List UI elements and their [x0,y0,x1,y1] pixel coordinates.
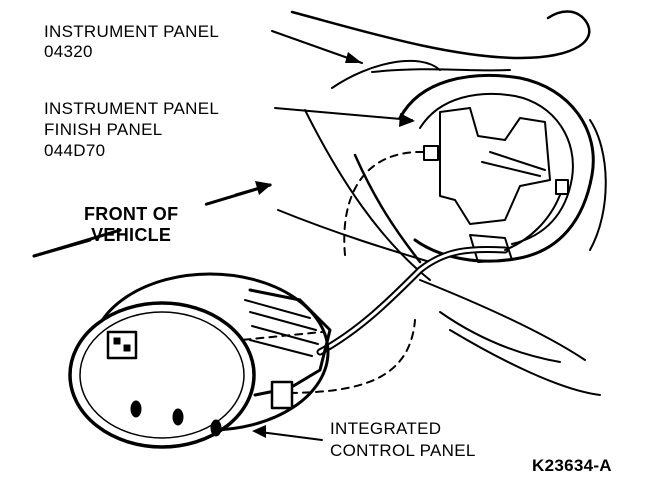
control-panel-housing-ribs [244,299,319,357]
label-integrated-control-panel: INTEGRATED CONTROL PANEL [330,418,476,462]
dash-curve-3 [277,209,431,263]
arrowhead-control-panel [252,425,266,438]
label-instrument-panel-line1: INSTRUMENT PANEL [44,22,220,41]
label-front-of-vehicle: FRONT OF VEHICLE [84,204,178,246]
side-connector [270,380,294,410]
label-icp-line1: INTEGRATED [330,419,442,438]
instrument-panel-outline [290,10,591,60]
connector-pin-2 [123,344,131,352]
front-direction-arrowhead [255,181,272,195]
leader-control-panel [259,431,323,441]
instrument-panel-upper-edge [331,59,441,89]
control-panel-connector [106,330,138,360]
label-finish-panel: INSTRUMENT PANEL FINISH PANEL 044D70 [44,98,219,161]
dash-curve-2 [353,153,422,264]
finish-panel-rim [589,119,607,251]
label-finish-panel-line3: 044D70 [44,141,106,160]
instrument-panel-outline-lower [371,68,511,73]
alignment-line-upper [343,150,426,256]
dash-curve-1 [304,109,431,281]
label-finish-panel-line1: INSTRUMENT PANEL [44,99,220,118]
bracket-arm-2 [481,161,541,177]
label-front-line2: VEHICLE [91,225,172,245]
alignment-line-lower [289,319,416,394]
bracket-arm [489,151,546,171]
label-front-line1: FRONT OF [84,204,179,224]
connector-pin [113,337,121,345]
control-panel-face [68,301,256,449]
label-finish-panel-line2: FINISH PANEL [44,120,163,139]
dash-curve-5 [449,329,601,396]
dash-curve-6 [439,311,561,363]
dash-curve-4 [419,279,586,361]
harness-branch [504,194,561,251]
arrowhead-instrument-panel [345,52,362,63]
panel-clip-right [555,179,569,195]
control-button-1 [130,400,142,418]
leader-finish-panel [274,107,413,121]
figure-id: K23634-A [532,456,612,475]
wiring-harness-core [318,247,507,354]
finish-panel-opening-inner [419,93,574,245]
label-instrument-panel-line2: 04320 [44,42,93,61]
arrowhead-finish-panel [399,113,415,127]
control-panel-face-inner [79,311,245,439]
control-button-2 [172,408,184,426]
mounting-bracket [439,107,551,225]
label-icp-line2: CONTROL PANEL [330,441,476,460]
front-direction-arrow-tail [32,238,92,258]
label-instrument-panel: INSTRUMENT PANEL 04320 [44,22,219,62]
panel-clip-left [423,145,439,161]
finish-panel-opening [398,73,595,263]
control-button-3 [210,419,222,437]
